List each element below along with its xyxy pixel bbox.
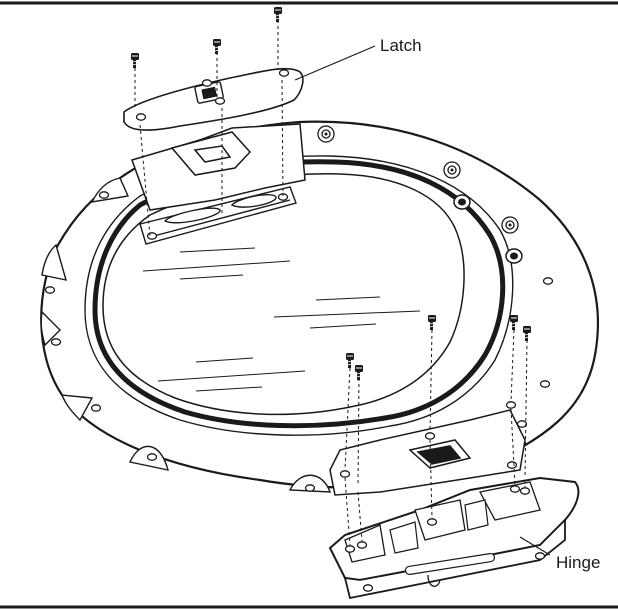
latch-label: Latch bbox=[380, 36, 422, 55]
latch-leader-line bbox=[294, 45, 376, 81]
hinge-part bbox=[328, 476, 580, 600]
hinge-recess bbox=[329, 409, 526, 496]
hinge-screw-guides bbox=[344, 329, 528, 546]
glass-reflection-lines bbox=[142, 247, 421, 392]
latch-recess bbox=[131, 123, 306, 211]
hinge-label: Hinge bbox=[556, 553, 601, 572]
latch-bracket bbox=[139, 186, 297, 245]
hinge-leader-line bbox=[519, 536, 551, 556]
ring-mounting-tabs bbox=[40, 177, 332, 493]
latch-screws bbox=[129, 5, 284, 70]
latch-screw-guides bbox=[134, 20, 284, 237]
latch-cover-plate bbox=[123, 67, 304, 131]
